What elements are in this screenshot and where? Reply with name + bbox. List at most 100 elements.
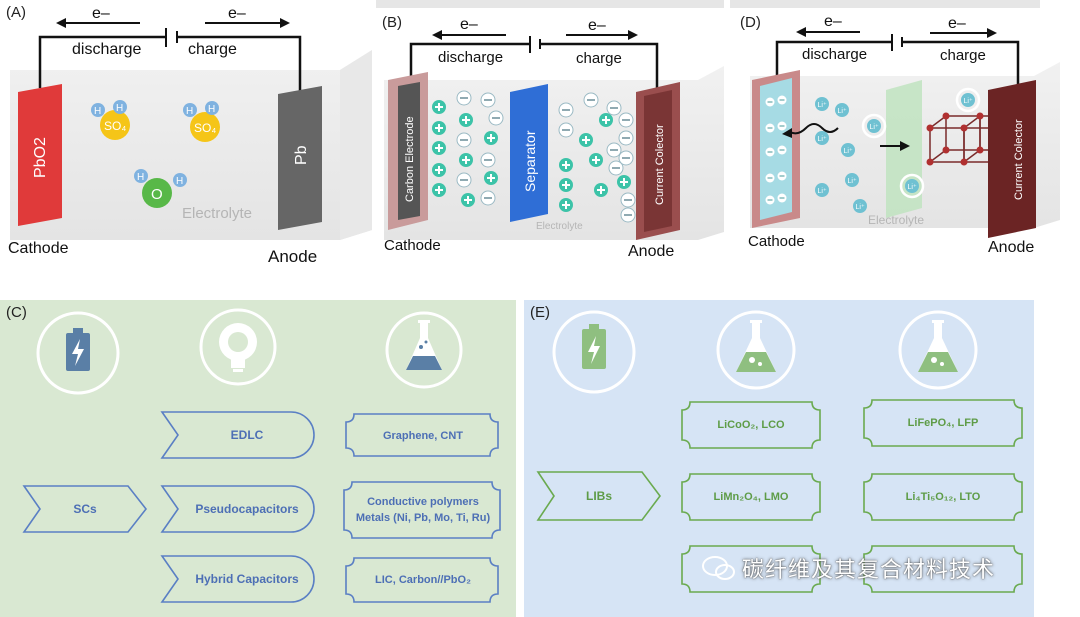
anion xyxy=(618,112,634,128)
svg-text:H: H xyxy=(94,106,101,117)
anion xyxy=(480,190,496,206)
li-ion: Li⁺ xyxy=(853,199,867,213)
panel-c-diagram xyxy=(22,308,501,603)
so4-ion xyxy=(100,110,130,140)
carbon-electrode-label: Carbon Electrode xyxy=(404,116,416,202)
wavy-arrow xyxy=(789,123,839,135)
cation xyxy=(559,178,573,192)
svg-text:Li⁺: Li⁺ xyxy=(908,184,917,191)
svg-text:Li⁺: Li⁺ xyxy=(870,124,879,131)
separator-label: Separator xyxy=(522,130,538,192)
svg-text:O: O xyxy=(151,186,163,203)
flask-icon xyxy=(918,320,958,372)
c-shape-group xyxy=(22,411,501,603)
electrolyte-label: Electrolyte xyxy=(536,221,583,232)
panel-d-diagram: e– e– discharge charge Current Colector … xyxy=(730,0,1060,256)
cation xyxy=(617,175,631,189)
current-collector-label: Current Colector xyxy=(654,124,666,205)
panel-c-label: (C) xyxy=(6,304,27,321)
svg-text:H: H xyxy=(116,103,123,114)
li-ion: Li⁺ xyxy=(815,97,829,111)
negative-charge xyxy=(777,95,787,105)
e-shape-group xyxy=(536,399,1023,593)
svg-text:H: H xyxy=(176,176,183,187)
plaque-shape xyxy=(863,399,1023,447)
cation xyxy=(459,113,473,127)
root-libs: LIBs xyxy=(585,489,612,503)
cathode-charges xyxy=(765,95,787,205)
panel-e: (E) LIBs LiCoO₂, LCO LiMn₂O₄, LMO LiFePO… xyxy=(524,300,1034,617)
discharge-label: discharge xyxy=(438,49,503,66)
root-scs: SCs xyxy=(73,502,97,516)
svg-text:Li⁺: Li⁺ xyxy=(818,102,827,109)
anion xyxy=(456,172,472,188)
material-lic: LIC, Carbon//PbO₂ xyxy=(375,574,471,586)
plaque-shape xyxy=(863,545,1023,593)
negative-charge xyxy=(765,97,775,107)
cation xyxy=(484,171,498,185)
h-ion xyxy=(205,101,219,115)
material-lto: Li₄Ti₅O₁₂, LTO xyxy=(905,491,981,503)
svg-text:Li⁺: Li⁺ xyxy=(848,178,857,185)
plaque-shape xyxy=(681,473,821,521)
anion xyxy=(480,152,496,168)
electron-right: e– xyxy=(588,17,606,34)
lattice-atom xyxy=(942,112,950,120)
negative-charge xyxy=(777,171,787,181)
cathode-label: Cathode xyxy=(748,233,805,250)
anion xyxy=(620,192,636,208)
cation xyxy=(432,100,446,114)
negative-charge xyxy=(765,195,775,205)
panel-b-diagram: e– e– discharge charge Carbon Electrode … xyxy=(376,0,724,260)
electron-left: e– xyxy=(92,5,110,22)
pb-label: Pb xyxy=(293,145,310,165)
li-ion: Li⁺ xyxy=(955,87,981,113)
anion xyxy=(606,142,622,158)
material-lco: LiCoO₂, LCO xyxy=(717,419,785,431)
current-collector-label: Current Colector xyxy=(1013,119,1025,200)
pbo2-label: PbO2 xyxy=(32,137,49,178)
anode-label: Anode xyxy=(268,247,317,266)
anion xyxy=(558,102,574,118)
tab-shape xyxy=(160,411,315,459)
panel-d: e– e– discharge charge Current Colector … xyxy=(730,0,1080,270)
svg-text:SO₄: SO₄ xyxy=(194,121,216,135)
panel-c: (C) SCs EDLC Pseudocapacitors Hy xyxy=(0,300,516,617)
discharge-label: discharge xyxy=(72,41,141,58)
svg-text:H: H xyxy=(208,104,215,115)
anion xyxy=(480,92,496,108)
carbon-electrode xyxy=(398,82,420,220)
chevron-shape xyxy=(536,471,661,521)
svg-text:Li⁺: Li⁺ xyxy=(818,188,827,195)
anion xyxy=(608,160,624,176)
electrolyte-label: Electrolyte xyxy=(868,213,924,227)
plaque-shape xyxy=(681,401,821,449)
negative-charge xyxy=(777,121,787,131)
cation xyxy=(459,153,473,167)
separator xyxy=(510,84,548,222)
panel-d-label: (D) xyxy=(740,14,761,31)
battery-icon xyxy=(66,328,90,371)
watermark-text: 碳纤维及其复合材料技术 xyxy=(742,558,996,583)
plaque-shape xyxy=(681,545,821,593)
flask-icon xyxy=(406,320,442,370)
electrolyte-label: Electrolyte xyxy=(182,205,252,222)
panel-a: e– e– discharge charge PbO2 Pb SO₄ H H S… xyxy=(0,0,372,270)
li-ion: Li⁺ xyxy=(861,113,887,139)
electron-left: e– xyxy=(460,16,478,33)
li-ion: Li⁺ xyxy=(841,143,855,157)
anion xyxy=(456,132,472,148)
cation xyxy=(599,113,613,127)
wechat-icon xyxy=(702,556,735,580)
category-edlc: EDLC xyxy=(230,428,264,442)
panel-a-label: (A) xyxy=(6,4,26,21)
charge-label: charge xyxy=(576,50,622,67)
h-ion xyxy=(91,103,105,117)
cation xyxy=(432,141,446,155)
negative-charge xyxy=(777,145,787,155)
negative-charge xyxy=(765,173,775,183)
anion xyxy=(558,122,574,138)
plaque-shape xyxy=(863,473,1023,521)
so4-ion xyxy=(190,112,220,142)
chevron-shape xyxy=(22,485,148,533)
